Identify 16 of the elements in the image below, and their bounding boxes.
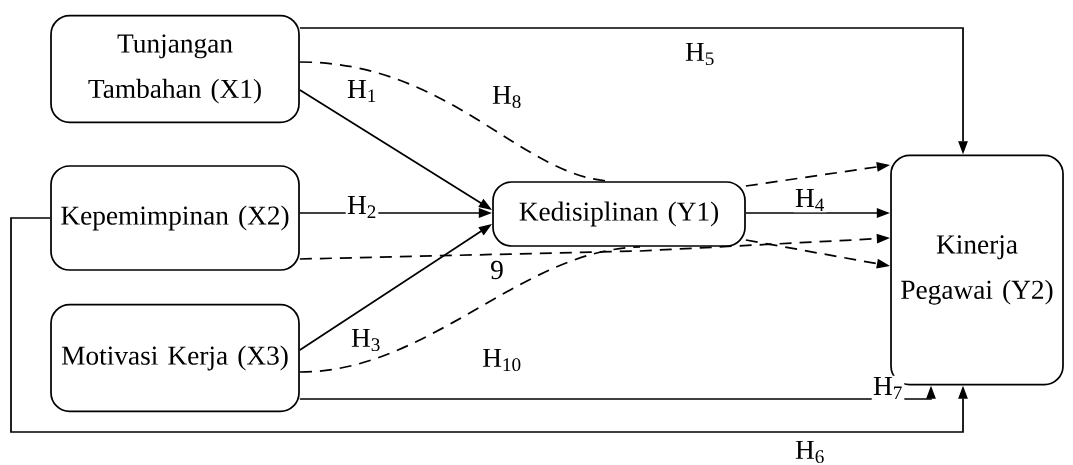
edge-label: H$_{7}$ [871, 375, 905, 401]
edge-label: H$_{4}$ [793, 187, 827, 213]
arrow [10, 217, 968, 433]
variable-box: Motivasi Kerja (X3) [50, 303, 300, 413]
variable-box: Kedisiplinan (Y1) [492, 181, 746, 247]
edge-label: H$_{1}$ [345, 78, 379, 104]
edge-label: 9 [488, 259, 506, 281]
variable-box: Kinerja Pegawai (Y2) [890, 154, 1064, 386]
edge-label: H$_{10}$ [480, 347, 524, 373]
edge-label: H$_{8}$ [490, 84, 524, 110]
edge-label: H$_{5}$ [683, 41, 717, 67]
variable-box: Kepemimpinan (X2) [50, 165, 300, 271]
edge-label: H$_{2}$ [345, 194, 379, 220]
edge-label: H$_{3}$ [349, 327, 383, 353]
edge-label: H$_{6}$ [793, 439, 827, 465]
variable-box: Tunjangan Tambahan (X1) [50, 14, 300, 124]
